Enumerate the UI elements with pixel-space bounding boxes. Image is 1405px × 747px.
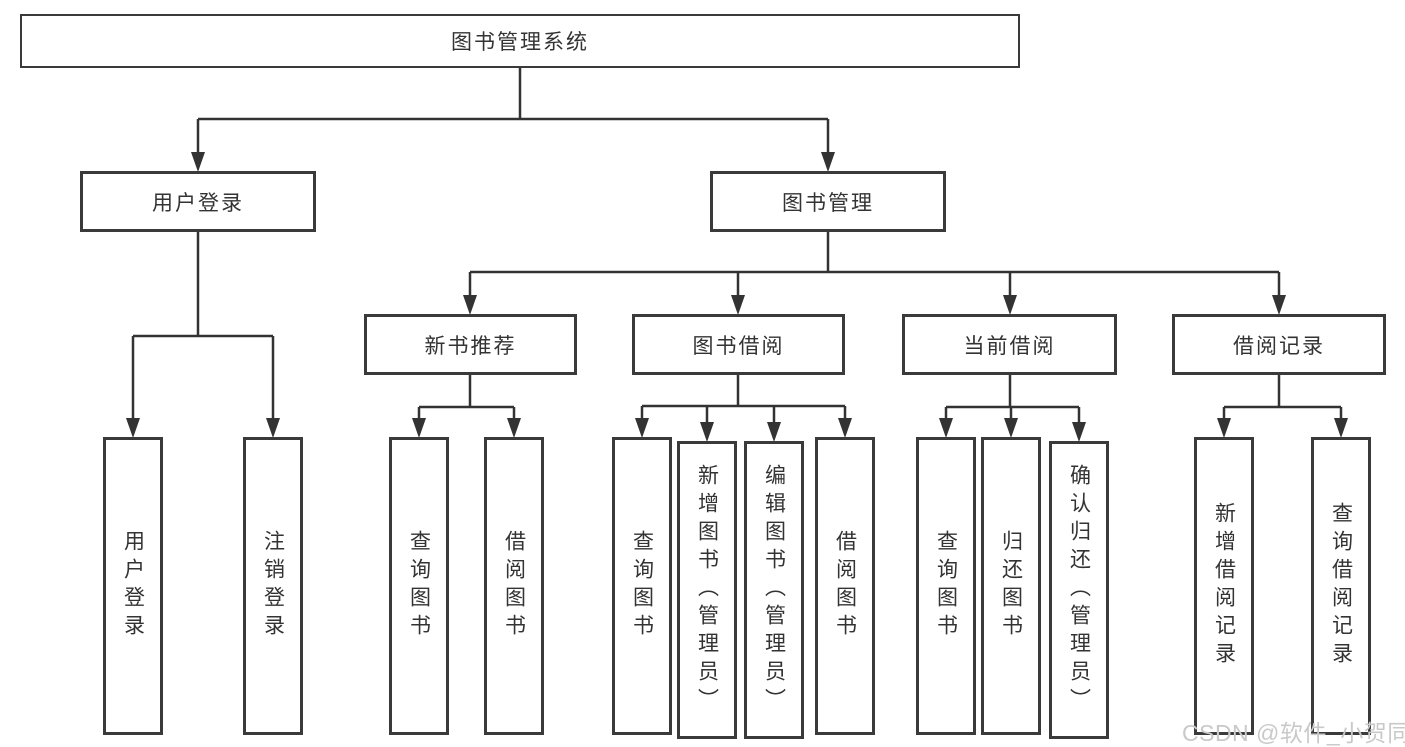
leaf-query-books-current: 查询图书 bbox=[916, 437, 976, 735]
leaf-confirm-return-admin: 确认归还（管理员） bbox=[1049, 441, 1109, 739]
node-label: 查询图书 bbox=[407, 530, 431, 642]
leaf-add-borrow-record: 新增借阅记录 bbox=[1194, 437, 1254, 735]
node-label: 借阅图书 bbox=[502, 530, 526, 642]
leaf-query-books-borrow: 查询图书 bbox=[612, 437, 672, 735]
node-label: 新书推荐 bbox=[424, 334, 517, 358]
node-label: 编辑图书（管理员） bbox=[762, 464, 786, 716]
node-current-borrowing: 当前借阅 bbox=[902, 314, 1117, 375]
leaf-edit-book-admin: 编辑图书（管理员） bbox=[744, 441, 804, 739]
node-label: 新增图书（管理员） bbox=[695, 464, 719, 716]
leaf-query-borrow-record: 查询借阅记录 bbox=[1311, 437, 1371, 735]
node-label: 图书借阅 bbox=[692, 334, 785, 358]
node-new-book-recommendation: 新书推荐 bbox=[364, 314, 577, 375]
node-label: 确认归还（管理员） bbox=[1067, 464, 1091, 716]
node-label: 图书管理 bbox=[782, 191, 874, 215]
leaf-user-login: 用户登录 bbox=[103, 437, 163, 735]
leaf-query-books-newrec: 查询图书 bbox=[389, 437, 449, 735]
node-label: 查询图书 bbox=[630, 530, 654, 642]
node-label: 当前借阅 bbox=[963, 334, 1056, 358]
leaf-borrow-books-newrec: 借阅图书 bbox=[484, 437, 544, 735]
node-label: 用户登录 bbox=[121, 530, 145, 642]
node-label: 新增借阅记录 bbox=[1212, 502, 1236, 670]
csdn-watermark: CSDN @软件_小贺同学 bbox=[1182, 720, 1405, 746]
leaf-logout: 注销登录 bbox=[243, 437, 303, 735]
node-book-management: 图书管理 bbox=[710, 171, 946, 232]
node-root-library-system: 图书管理系统 bbox=[20, 14, 1020, 68]
node-label: 用户登录 bbox=[152, 191, 244, 215]
node-label: 查询图书 bbox=[934, 530, 958, 642]
node-label: 借阅记录 bbox=[1233, 334, 1325, 358]
leaf-return-book: 归还图书 bbox=[981, 437, 1041, 735]
node-user-login: 用户登录 bbox=[80, 171, 316, 232]
leaf-borrow-books-borrow: 借阅图书 bbox=[815, 437, 875, 735]
node-label: 图书管理系统 bbox=[451, 31, 589, 54]
node-label: 查询借阅记录 bbox=[1329, 502, 1353, 670]
node-book-borrowing: 图书借阅 bbox=[632, 314, 845, 375]
node-label: 注销登录 bbox=[261, 530, 285, 642]
leaf-add-book-admin: 新增图书（管理员） bbox=[677, 441, 737, 739]
node-label: 借阅图书 bbox=[833, 530, 857, 642]
node-label: 归还图书 bbox=[999, 530, 1023, 642]
node-borrowing-records: 借阅记录 bbox=[1172, 314, 1386, 375]
